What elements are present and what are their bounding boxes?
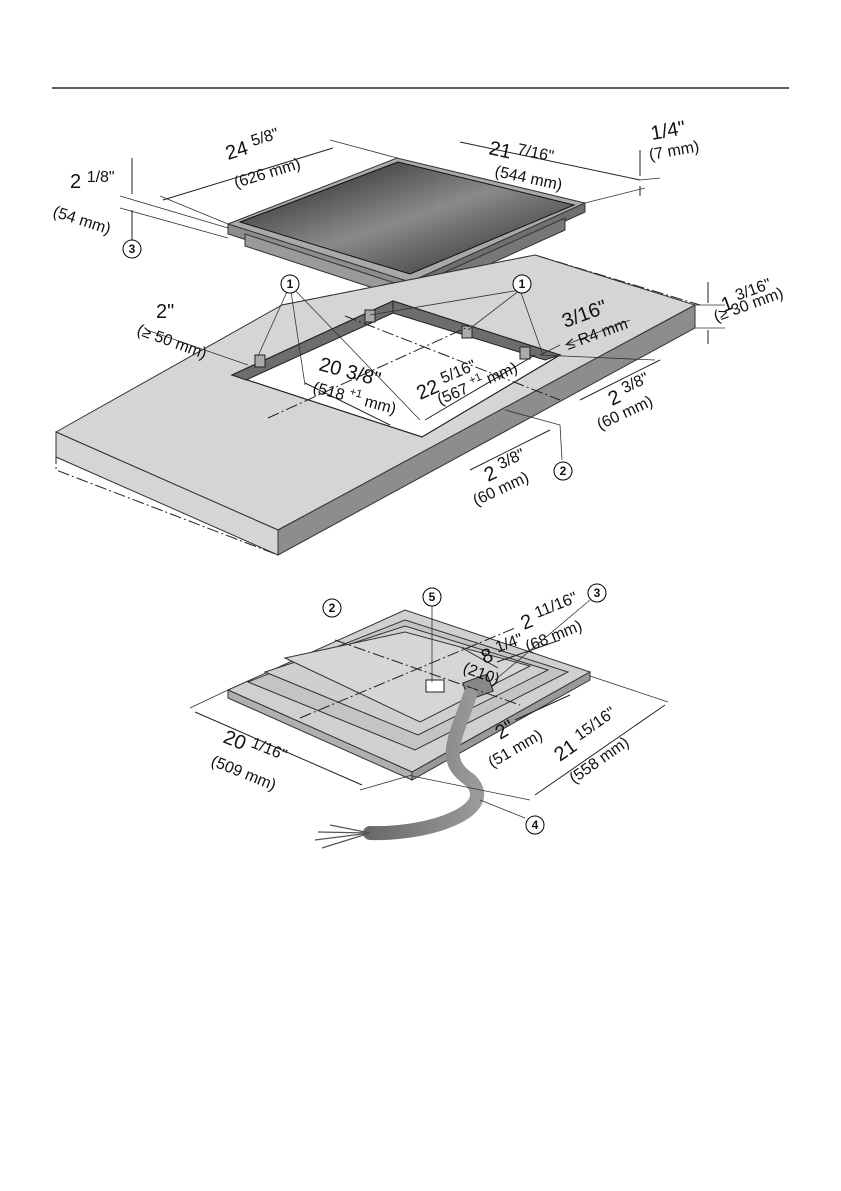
- svg-text:2 1/8": 2 1/8": [70, 169, 115, 193]
- conn-y-frac: 11/16": [532, 589, 580, 621]
- callout-1-left: 1: [281, 275, 299, 293]
- svg-text:2: 2: [329, 601, 336, 615]
- hob-height-frac: 1/8": [87, 169, 115, 186]
- callout-4: 4: [526, 816, 544, 834]
- callout-1-right: 1: [513, 275, 531, 293]
- svg-text:2: 2: [560, 464, 567, 478]
- svg-text:5: 5: [429, 590, 436, 604]
- callout-5: 5: [423, 588, 441, 606]
- hob-width-frac: 5/8": [249, 126, 281, 150]
- hob-height-in: 2: [70, 171, 81, 193]
- callout-2-bottom: 2: [323, 599, 341, 617]
- svg-text:3: 3: [129, 242, 136, 256]
- hob-depth-frac: 7/16": [516, 141, 556, 165]
- hob-depth-in: 21: [487, 137, 513, 163]
- underside-depth-in: 21: [550, 735, 581, 766]
- callout-3-top: 3: [123, 240, 141, 258]
- underside-depth-frac: 15/16": [572, 704, 619, 744]
- underside-width-in: 20: [220, 726, 249, 755]
- svg-text:1: 1: [287, 277, 294, 291]
- hob-width-in: 24: [223, 137, 251, 165]
- underside-width-frac: 1/16": [249, 735, 290, 765]
- callout-2-mid: 2: [554, 462, 572, 480]
- svg-text:24 5/8": 24 5/8": [222, 126, 282, 165]
- hob-width-mm: (626 mm): [232, 156, 302, 192]
- hob-height-mm: (54 mm): [51, 204, 113, 239]
- svg-text:3: 3: [594, 586, 601, 600]
- cutout-edge-mm: (≥ 50 mm): [135, 322, 209, 363]
- underside-width-mm: (509 mm): [209, 753, 279, 794]
- conn-y-in: 2: [518, 610, 537, 635]
- cutout-edge-in: 2": [156, 301, 174, 323]
- svg-text:4: 4: [532, 818, 539, 832]
- callout-3-bottom: 3: [588, 584, 606, 602]
- svg-text:1: 1: [519, 277, 526, 291]
